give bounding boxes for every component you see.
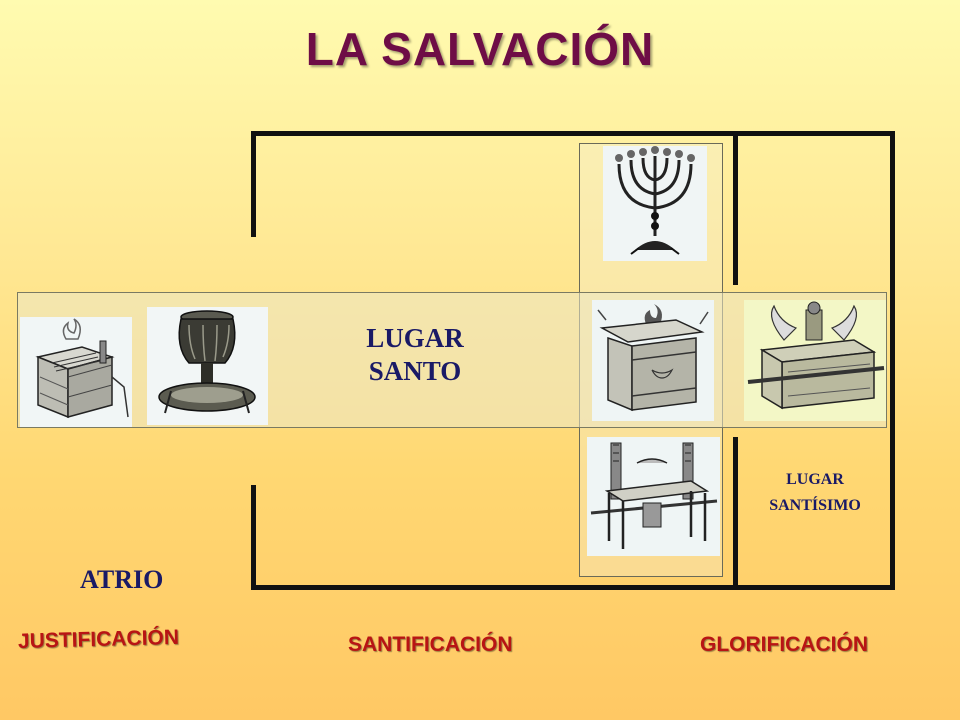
most-holy-place-label-line2: SANTÍSIMO	[769, 497, 861, 514]
table-of-showbread-icon	[587, 437, 720, 556]
stage-sanctification: SANTIFICACIÓN	[348, 633, 513, 656]
most-holy-place-label-line1: LUGAR	[786, 471, 844, 488]
wall-left-upper	[251, 131, 256, 237]
holy-place-label: LUGAR SANTO	[340, 322, 490, 388]
stage-justification: JUSTIFICACIÓN	[17, 625, 180, 654]
wall-left-lower	[251, 485, 256, 590]
veil-upper	[733, 131, 738, 285]
stage-glorification: GLORIFICACIÓN	[700, 633, 868, 656]
laver-icon	[147, 307, 268, 425]
ark-of-covenant-icon	[744, 300, 886, 421]
page-title: LA SALVACIÓN	[305, 23, 655, 75]
menorah-icon	[603, 146, 707, 261]
wall-bottom	[251, 585, 895, 590]
wall-top	[251, 131, 895, 136]
wall-right	[890, 131, 895, 590]
holy-place-label-line1: LUGAR	[366, 323, 464, 353]
altar-of-burnt-offering-icon	[20, 317, 132, 427]
most-holy-place-label: LUGAR SANTÍSIMO	[740, 467, 890, 519]
altar-of-incense-icon	[592, 300, 714, 421]
court-label: ATRIO	[80, 565, 164, 594]
veil-lower	[733, 437, 738, 590]
holy-place-label-line2: SANTO	[368, 356, 462, 386]
